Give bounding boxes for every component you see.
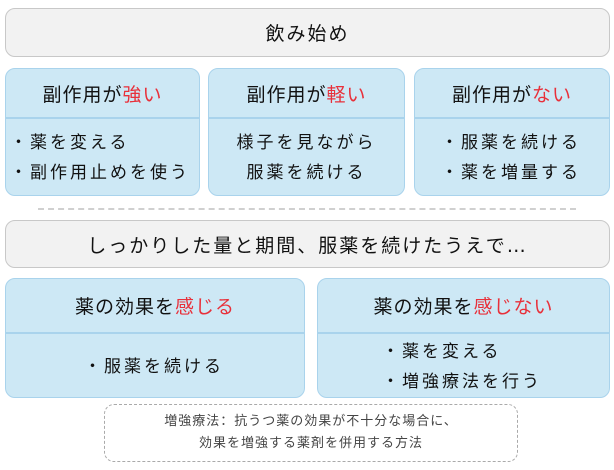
header-text: 副作用が <box>451 83 532 106</box>
list-item: ・増強療法を行う <box>382 371 542 392</box>
card-header: 副作用が軽い <box>209 69 404 119</box>
card-header: 薬の効果を感じない <box>318 279 609 334</box>
card-mild-side-effects: 副作用が軽い 様子を見ながら服薬を続ける <box>208 68 405 196</box>
footnote-line: 増強療法：抗うつ薬の効果が不十分な場合に、 <box>164 414 458 429</box>
header-accent: 感じる <box>175 296 236 318</box>
list-item: ・薬を増量する <box>441 163 581 183</box>
list-item: ・副作用止めを使う <box>10 163 190 183</box>
header-text: 副作用が <box>42 83 123 106</box>
card-body: ・薬を変える・副作用止めを使う <box>6 119 199 195</box>
footnote: 増強療法：抗うつ薬の効果が不十分な場合に、 効果を増強する薬剤を併用する方法 <box>104 404 518 462</box>
footnote-line: 効果を増強する薬剤を併用する方法 <box>198 436 423 451</box>
list-item: ・服薬を続ける <box>84 356 224 377</box>
card-header: 副作用が強い <box>6 69 199 119</box>
header-accent: 感じない <box>473 296 554 318</box>
card-body: ・薬を変える・増強療法を行う <box>318 334 609 397</box>
header-text: 薬の効果を <box>373 296 474 318</box>
header-text: 副作用が <box>246 83 327 106</box>
list-item: 服薬を続ける <box>246 163 367 183</box>
list-item: ・薬を変える <box>382 341 502 362</box>
card-body: ・服薬を続ける・薬を増量する <box>415 119 609 195</box>
header-accent: ない <box>532 83 573 106</box>
card-body: ・服薬を続ける <box>6 334 304 397</box>
header-accent: 軽い <box>326 83 367 106</box>
card-body: 様子を見ながら服薬を続ける <box>209 119 404 195</box>
list-item: 様子を見ながら <box>236 133 377 153</box>
card-effect-not-felt: 薬の効果を感じない ・薬を変える・増強療法を行う <box>317 278 610 398</box>
card-effect-felt: 薬の効果を感じる ・服薬を続ける <box>5 278 305 398</box>
card-header: 薬の効果を感じる <box>6 279 304 334</box>
header-accent: 強い <box>122 83 163 106</box>
header-text: 薬の効果を <box>74 296 175 318</box>
list-item: ・薬を変える <box>10 133 130 153</box>
card-header: 副作用がない <box>415 69 609 119</box>
list-item: ・服薬を続ける <box>441 133 581 153</box>
card-strong-side-effects: 副作用が強い ・薬を変える・副作用止めを使う <box>5 68 200 196</box>
divider <box>38 208 576 210</box>
start-banner: 飲み始め <box>5 8 610 57</box>
middle-banner: しっかりした量と期間、服薬を続けたうえで… <box>5 220 610 268</box>
card-no-side-effects: 副作用がない ・服薬を続ける・薬を増量する <box>414 68 610 196</box>
